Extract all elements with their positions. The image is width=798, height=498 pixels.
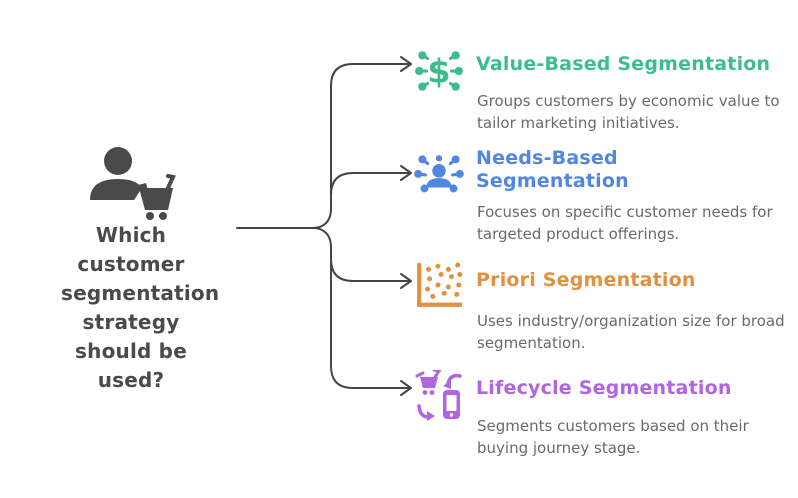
arrowhead-icon (400, 56, 412, 72)
scatter-plot-icon (414, 261, 464, 311)
money-distribution-icon: $ (414, 46, 464, 96)
branch-description: Segments customers based on their buying… (477, 417, 749, 457)
arrowhead-icon (400, 273, 412, 289)
central-question: Which customer segmentation strategy sho… (61, 223, 220, 392)
branch-title: Lifecycle Segmentation (476, 377, 732, 399)
cart-phone-cycle-icon (414, 368, 464, 421)
branch-description: Groups customers by economic value to ta… (477, 92, 780, 132)
customer-needs-icon (414, 151, 464, 201)
customer-with-cart-icon (84, 146, 176, 220)
branch-description: Uses industry/organization size for broa… (477, 312, 785, 352)
arrowhead-icon (400, 380, 412, 396)
branch-title: Needs-Based Segmentation (476, 147, 629, 192)
arrowhead-icon (400, 165, 412, 181)
branch-description: Focuses on specific customer needs for t… (477, 203, 773, 243)
branch-title: Value-Based Segmentation (476, 53, 771, 75)
branch-title: Priori Segmentation (476, 269, 696, 291)
svg-text:$: $ (427, 51, 450, 90)
